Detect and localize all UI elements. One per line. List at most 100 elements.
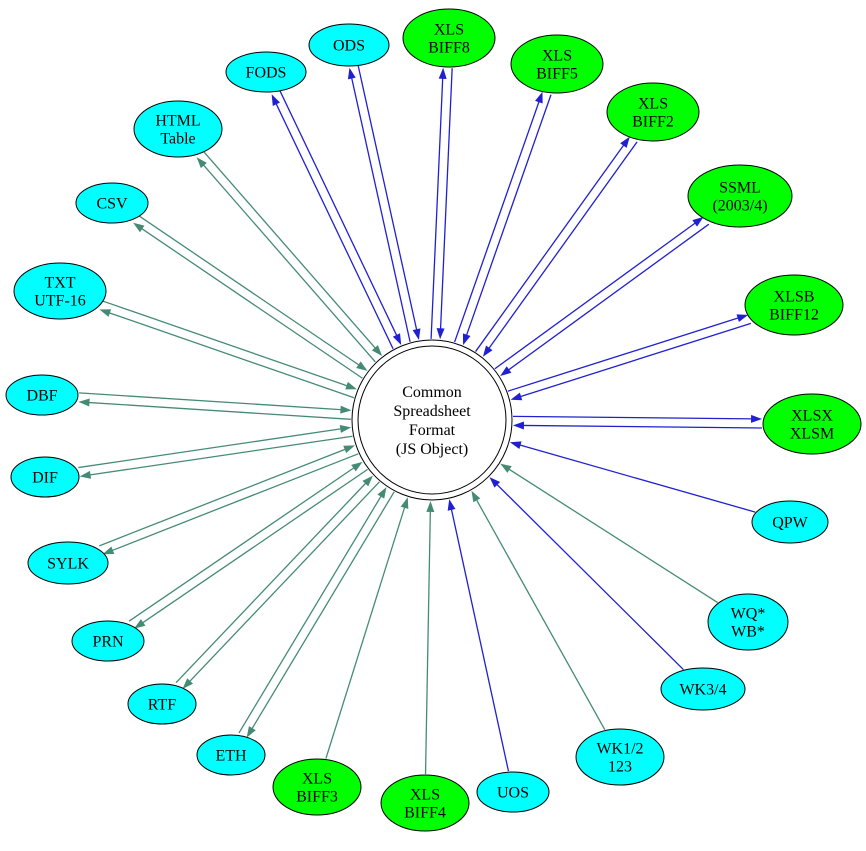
node-csv-shape (75, 182, 149, 224)
edge-prn-write-head (134, 619, 146, 629)
edge-ssml-write-head (692, 216, 704, 227)
node-txt-utf16-label: UTF-16 (34, 293, 86, 310)
edge-xlsb-write-head (736, 314, 749, 322)
edge-dbf-read-head (340, 405, 352, 414)
edge-fods-write-head (271, 94, 280, 106)
edge-xls-biff3 (325, 497, 409, 759)
center-label: Format (409, 422, 456, 439)
node-xls-biff8-label: XLS (434, 22, 464, 39)
node-dbf: DBF (5, 374, 79, 416)
node-xls-biff5-shape (510, 34, 604, 94)
edge-txt-utf16-read (102, 300, 349, 387)
node-sylk-label: SYLK (47, 556, 89, 573)
edge-wq-wb-read-head (500, 463, 512, 473)
node-qpw: QPW (751, 500, 829, 544)
edge-xls-biff5-read (465, 94, 552, 337)
edge-xls-biff8-read-head (436, 328, 445, 340)
node-wk12-123-shape (575, 728, 665, 786)
edge-ods-read (357, 65, 418, 332)
edge-csv-read (137, 214, 361, 367)
edge-xlsb-write (507, 316, 740, 392)
edge-xls-biff4-read (424, 509, 432, 775)
edge-uos-read-head (447, 499, 456, 511)
edge-xlsb-read (518, 322, 752, 398)
node-xlsb-label: XLSB (774, 289, 815, 306)
edge-uos-read (450, 507, 510, 772)
edge-dbf-read (79, 392, 343, 411)
node-dif: DIF (10, 456, 80, 498)
edge-xls-biff5-write (453, 100, 541, 343)
edge-xlsx-write-head (751, 414, 763, 423)
edge-dbf-write (87, 401, 351, 420)
edge-rtf-write-head (182, 678, 194, 689)
node-xls-biff3-label: XLS (302, 771, 332, 788)
edge-xls-biff3-read (325, 505, 406, 759)
node-txt-utf16-shape (13, 262, 107, 320)
edge-rtf (175, 475, 380, 689)
edge-prn-write (141, 468, 368, 625)
edge-xlsx (512, 414, 763, 430)
node-qpw-shape (751, 500, 829, 544)
edge-wk34-read-head (489, 477, 501, 488)
node-sylk-shape (27, 541, 109, 585)
node-ods: ODS (308, 23, 390, 67)
edge-prn-read (128, 466, 356, 622)
edge-ods-read-head (412, 328, 421, 340)
edge-uos (447, 499, 510, 772)
node-rtf-shape (127, 683, 197, 725)
node-xls-biff4-shape (380, 774, 470, 832)
node-txt-utf16-label: TXT (44, 275, 75, 292)
edge-eth-read (238, 494, 383, 734)
edge-wk34-read (495, 482, 684, 671)
node-ssml: SSML(2003/4) (687, 164, 793, 228)
node-dbf-label: DBF (26, 388, 57, 405)
center-label: Common (402, 384, 462, 401)
node-eth: ETH (196, 734, 266, 776)
node-csv: CSV (75, 182, 149, 224)
edge-ods-write (350, 76, 411, 343)
node-xlsx-label: XLSX (791, 408, 833, 425)
edge-xls-biff2-write (475, 143, 626, 352)
edge-fods-write (274, 102, 394, 350)
edge-qpw (509, 441, 756, 513)
edge-xls-biff4-read-head (426, 500, 435, 513)
edge-xls-biff8-write-head (438, 67, 447, 79)
edge-dif-write-head (79, 470, 92, 479)
node-xls-biff2-label: XLS (638, 96, 668, 113)
node-rtf: RTF (127, 683, 197, 725)
node-uos-label: UOS (497, 785, 529, 802)
edge-eth-write-head (246, 726, 256, 738)
edge-sylk-read-head (343, 445, 355, 454)
edge-csv-read-head (356, 361, 368, 371)
node-uos-shape (476, 771, 550, 813)
edge-rtf-write (188, 481, 380, 683)
node-prn-shape (71, 620, 145, 662)
node-wk12-123-label: 123 (608, 759, 632, 776)
node-wk34: WK3/4 (660, 667, 746, 711)
node-ssml-label: SSML (719, 180, 761, 197)
edge-sylk (99, 445, 359, 555)
node-csv-label: CSV (96, 196, 128, 213)
node-xls-biff5-label: XLS (542, 48, 572, 65)
center-label: Spreadsheet (393, 403, 471, 420)
node-xls-biff3-label: BIFF3 (296, 789, 338, 806)
node-sylk: SYLK (27, 541, 109, 585)
edge-csv-write-head (133, 222, 145, 233)
edge-eth-write (250, 491, 395, 731)
node-dbf-shape (5, 374, 79, 416)
edge-html-table-write (202, 163, 376, 363)
edge-txt-utf16 (99, 300, 357, 399)
node-eth-label: ETH (215, 748, 247, 765)
node-ssml-label: (2003/4) (712, 198, 767, 215)
edge-rtf-read (175, 481, 368, 684)
edge-xls-biff5 (453, 91, 552, 346)
edge-wk12-123-read (475, 498, 606, 731)
node-xlsx-label: XLSM (790, 426, 834, 443)
edge-fods (271, 90, 402, 350)
